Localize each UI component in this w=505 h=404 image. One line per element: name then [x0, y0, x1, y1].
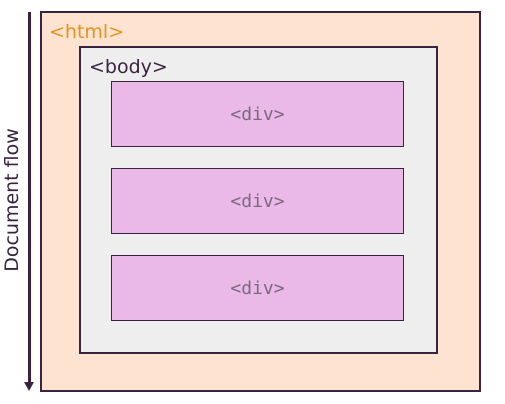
- arrow-down-icon: [24, 382, 34, 391]
- div-element-box-1: <div>: [111, 81, 404, 147]
- body-element-label: <body>: [89, 56, 168, 78]
- div-element-box-2: <div>: [111, 168, 404, 234]
- body-element-box: <body> <div> <div> <div>: [79, 46, 438, 354]
- html-element-label: <html>: [49, 21, 125, 43]
- document-flow-label: Document flow: [1, 128, 23, 272]
- document-flow-arrow-line: [28, 12, 31, 384]
- div-element-box-3: <div>: [111, 255, 404, 321]
- html-element-box: <html> <body> <div> <div> <div>: [40, 11, 481, 392]
